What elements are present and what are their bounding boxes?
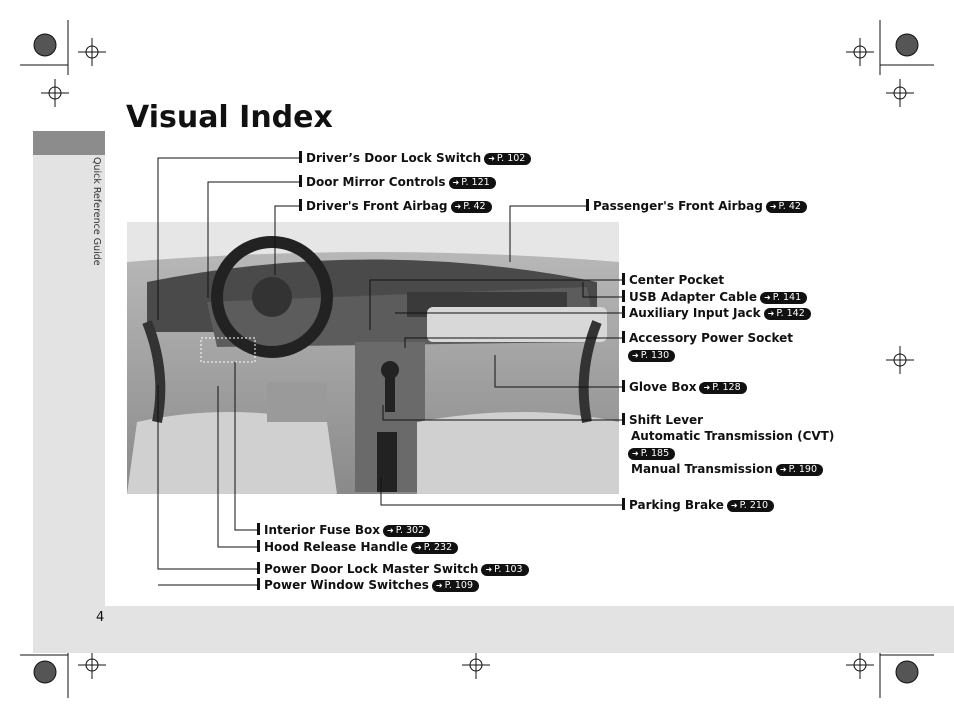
page-reference[interactable]: ➜P. 103 [481, 564, 529, 576]
page-reference[interactable]: ➜P. 141 [760, 292, 808, 304]
page-reference[interactable]: ➜P. 142 [763, 308, 811, 320]
callout-interior-fuse-box[interactable]: Interior Fuse Box➜P. 302 [257, 522, 431, 538]
page-number: 4 [96, 610, 105, 625]
page-reference[interactable]: ➜P. 302 [383, 525, 431, 537]
callout-accessory-power-socket[interactable]: Accessory Power Socket [622, 330, 793, 346]
arrow-ref-icon: ➜ [703, 383, 711, 392]
arrow-ref-icon: ➜ [764, 293, 771, 302]
page-reference[interactable]: ➜P. 102 [484, 153, 532, 165]
arrow-ref-icon: ➜ [454, 202, 462, 211]
side-tab-band [33, 131, 105, 653]
page-reference[interactable]: ➜P. 42 [765, 201, 807, 213]
page-reference[interactable]: ➜P. 190 [775, 464, 824, 476]
callout-door-mirror-controls[interactable]: Door Mirror Controls➜P. 121 [299, 174, 496, 190]
section-tab-label: Quick Reference Guide [91, 157, 102, 266]
page-reference[interactable]: ➜P. 130 [628, 350, 676, 362]
arrow-ref-icon: ➜ [452, 178, 460, 187]
callout-drivers-door-lock-switch[interactable]: Driver’s Door Lock Switch➜P. 102 [299, 150, 532, 166]
callout-shift-lever[interactable]: Shift Lever [622, 412, 703, 428]
callout-center-pocket[interactable]: Center Pocket [622, 272, 724, 288]
callout-power-door-lock-master-switch[interactable]: Power Door Lock Master Switch➜P. 103 [257, 561, 529, 577]
shift-lever-automatic-ref[interactable]: ➜P. 185 [628, 445, 676, 461]
shift-lever-manual[interactable]: Manual Transmission➜P. 190 [631, 461, 824, 477]
arrow-ref-icon: ➜ [435, 581, 443, 590]
callout-glove-box[interactable]: Glove Box➜P. 128 [622, 379, 747, 395]
callout-drivers-front-airbag[interactable]: Driver's Front Airbag➜P. 42 [299, 198, 492, 214]
page-title: Visual Index [126, 100, 333, 135]
callout-auxiliary-input-jack[interactable]: Auxiliary Input Jack➜P. 142 [622, 305, 811, 321]
arrow-ref-icon: ➜ [488, 154, 495, 163]
arrow-ref-icon: ➜ [632, 449, 639, 458]
callout-usb-adapter-cable[interactable]: USB Adapter Cable➜P. 141 [622, 289, 808, 305]
page-reference[interactable]: ➜P. 210 [726, 500, 774, 512]
arrow-ref-icon: ➜ [769, 202, 777, 211]
page-reference[interactable]: ➜P. 232 [411, 542, 459, 554]
color-target-icon [33, 33, 919, 684]
arrow-ref-icon: ➜ [632, 351, 639, 360]
arrow-ref-icon: ➜ [415, 543, 422, 552]
car-interior-image [127, 222, 619, 494]
arrow-ref-icon: ➜ [730, 501, 738, 510]
page-reference[interactable]: ➜P. 121 [448, 177, 496, 189]
footer-band [105, 606, 954, 653]
page-reference[interactable]: ➜P. 128 [699, 382, 747, 394]
arrow-ref-icon: ➜ [485, 565, 493, 574]
arrow-ref-icon: ➜ [767, 309, 775, 318]
callout-parking-brake[interactable]: Parking Brake➜P. 210 [622, 497, 774, 513]
section-tab-marker [33, 131, 105, 155]
accessory-power-socket-ref[interactable]: ➜P. 130 [628, 347, 676, 363]
arrow-ref-icon: ➜ [779, 465, 787, 474]
page-reference[interactable]: ➜P. 109 [431, 580, 479, 592]
page-reference[interactable]: ➜P. 185 [628, 448, 676, 460]
shift-lever-automatic: Automatic Transmission (CVT) [631, 429, 835, 443]
callout-passengers-front-airbag[interactable]: Passenger's Front Airbag➜P. 42 [586, 198, 807, 214]
arrow-ref-icon: ➜ [387, 526, 394, 535]
page-reference[interactable]: ➜P. 42 [450, 201, 492, 213]
callout-power-window-switches[interactable]: Power Window Switches➜P. 109 [257, 577, 479, 593]
callout-hood-release-handle[interactable]: Hood Release Handle➜P. 232 [257, 539, 459, 555]
